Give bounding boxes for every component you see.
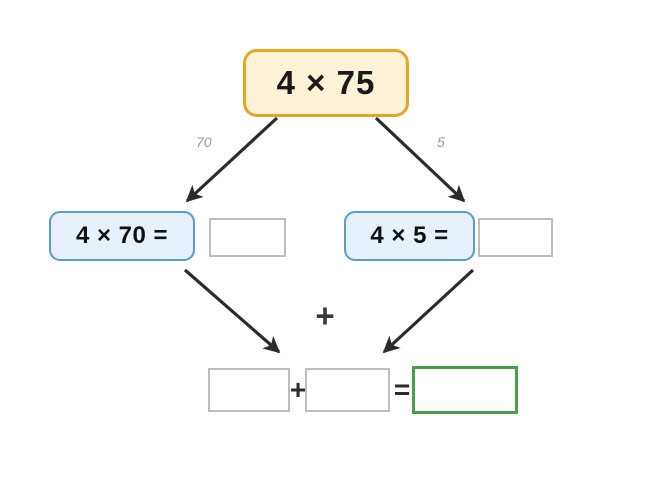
- plus-icon-middle: +: [315, 296, 335, 334]
- final-result-input[interactable]: [412, 366, 518, 414]
- partial-expression-right: 4 × 5 =: [344, 211, 475, 261]
- partial-answer-input-left[interactable]: [209, 218, 286, 257]
- arrow-right-to-sum: [382, 268, 475, 354]
- edge-label-left: 70: [196, 134, 212, 150]
- top-expression-box: 4 × 75: [243, 49, 409, 117]
- partial-expression-left: 4 × 70 =: [49, 211, 195, 261]
- partial-answer-input-right[interactable]: [478, 218, 553, 257]
- equals-icon-sum: =: [393, 374, 411, 405]
- arrow-top-to-right: [374, 116, 466, 203]
- arrow-top-to-left: [185, 116, 279, 203]
- plus-icon-sum: +: [289, 374, 307, 405]
- arrow-left-to-sum: [183, 268, 281, 354]
- edge-label-right: 5: [437, 134, 445, 150]
- sum-addend-input-a[interactable]: [208, 368, 290, 412]
- sum-addend-input-b[interactable]: [305, 368, 390, 412]
